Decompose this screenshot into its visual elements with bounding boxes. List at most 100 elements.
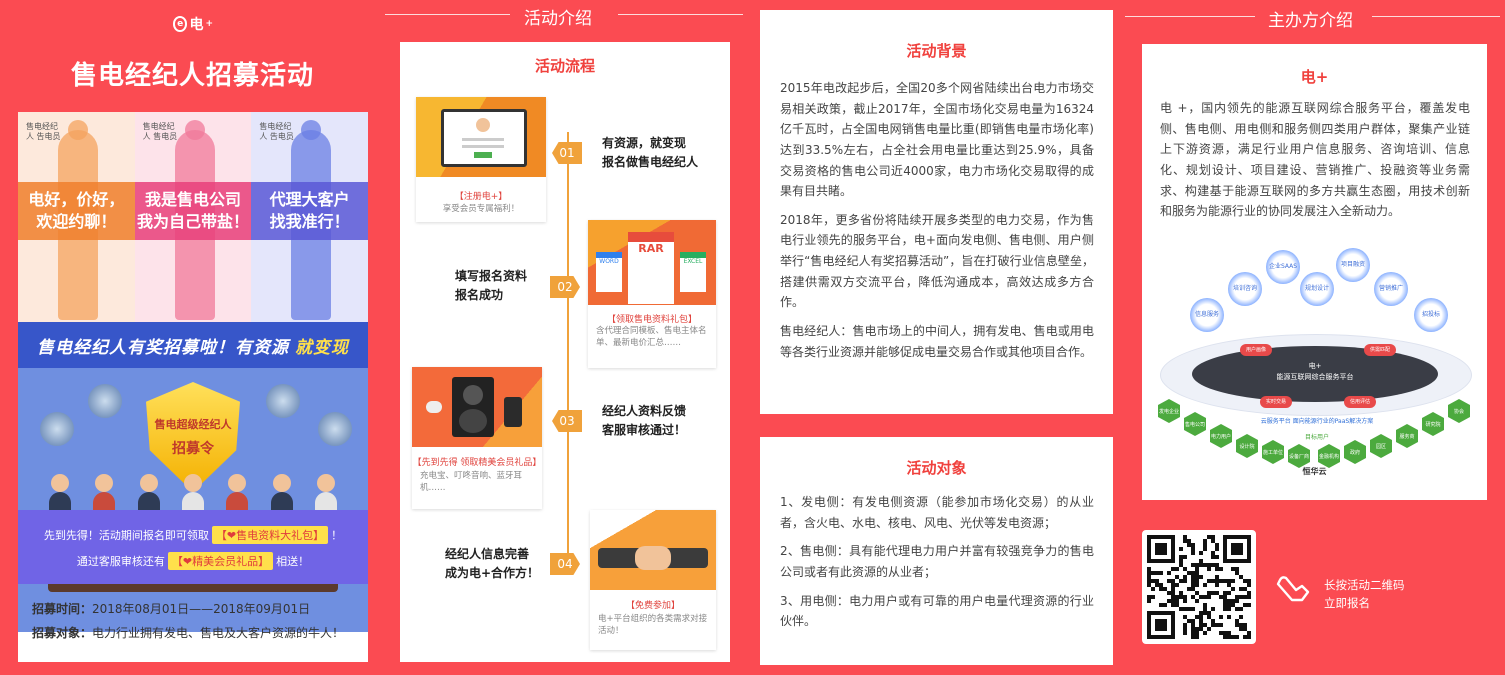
platform-core-subtitle: 能源互联网综合服务平台: [1276, 372, 1354, 381]
rar-file-icon: RAR: [628, 232, 674, 304]
silhouette-tag: 售电经纪人 告电员: [26, 122, 61, 141]
handshake-icon: [635, 546, 671, 570]
section-title-organizer: 主办方介绍: [1268, 11, 1353, 31]
target-paragraph: 3、用电侧：电力用户或有可靠的用户电量代理资源的行业伙伴。: [780, 593, 1094, 629]
offer-line-2: 通过客服审核还有【❤精美会员礼品】相送！: [18, 552, 368, 570]
step-number-1: 01: [552, 142, 582, 164]
step-text-line: 报名成功: [455, 288, 504, 303]
platform-core-title: 电+: [1308, 362, 1322, 370]
activity-flow-card: 活动流程 【注册电+】 享受会员专属福利！ 01 有资源，就变现 报名做售电经纪…: [400, 42, 730, 662]
gift-pack-chip: 【❤售电资料大礼包】: [211, 526, 329, 544]
qr-instruction-line-1: 长按活动二维码: [1324, 578, 1405, 592]
register-button-icon: [474, 152, 492, 158]
logo-text: 电: [189, 17, 204, 33]
target-text: 1、发电侧：有发电侧资源（能参加市场化交易）的从业者，含火电、水电、核电、风电、…: [780, 492, 1094, 640]
monitor-icon: [441, 109, 527, 167]
step-2-illustration: WORD RAR EXCEL 【领取售电资料礼包】 含代理合同模板、售电主体名单…: [588, 220, 716, 368]
step-number-4: 04: [550, 553, 580, 575]
step-caption-desc: 电+平台组织的各类需求对接活动！: [598, 614, 708, 636]
badge-line-1: 售电超级经纪人: [154, 418, 232, 431]
gifts-art: [412, 367, 542, 447]
user-hex: 金融机构: [1318, 444, 1340, 468]
slogan-line: 找我准行！: [269, 212, 350, 231]
step-4-illustration: 【免费参加】 电+平台组织的各类需求对接活动！: [590, 510, 716, 650]
target-card: 活动对象 1、发电侧：有发电侧资源（能参加市场化交易）的从业者，含火电、水电、核…: [760, 437, 1113, 665]
slogan-band-3: 代理大客户 找我准行！: [251, 182, 368, 240]
banner-title-highlight: 就变现: [295, 337, 349, 358]
offer-line-1: 先到先得！活动期间报名即可领取【❤售电资料大礼包】！: [18, 526, 368, 544]
offer-text: 相送！: [276, 555, 310, 568]
step-caption-title: 【免费参加】: [625, 601, 680, 611]
service-node: 招投标: [1414, 298, 1448, 332]
step-caption-title: 【注册电+】: [454, 192, 508, 202]
service-node: 项目融资: [1336, 248, 1370, 282]
background-paragraph: 2018年，更多省份将陆续开展多类型的电力交易，作为售电行业领先的服务平台，电+…: [780, 212, 1094, 310]
step-text-line: 填写报名资料: [455, 269, 528, 283]
step-number-3: 03: [552, 410, 582, 432]
banner-title-main: 售电经纪人有奖招募啦！有资源: [37, 337, 289, 358]
organizer-description: 电 +，国内领先的能源互联网综合服务平台，覆盖发电侧、售电侧、用电侧和服务侧四类…: [1160, 101, 1470, 219]
cloud-tag: 供需匹配: [1364, 344, 1396, 356]
service-node: 营销推广: [1374, 272, 1408, 306]
step-text-line: 经纪人资料反馈: [602, 404, 687, 418]
slogan-band-2: 我是售电公司 我为自己带盐！: [134, 182, 252, 240]
sleeve-left: [598, 548, 646, 568]
recruit-target-value: 电力行业拥有发电、售电及大客户资源的牛人！: [92, 626, 345, 640]
user-hex: 发电企业: [1158, 399, 1180, 423]
offer-text: ！: [331, 529, 343, 542]
user-hex: 研究院: [1422, 412, 1444, 436]
power-grid-bubble-icon: [40, 412, 74, 446]
step-3-illustration: 【先到先得 领取精美会员礼品】 充电宝、叮咚音响、蓝牙耳机……: [412, 367, 542, 509]
qr-instruction-line-2: 立即报名: [1324, 595, 1370, 610]
step-2-text: 填写报名资料 报名成功: [455, 267, 527, 305]
timeline-line: [567, 132, 569, 572]
user-hex: 园区: [1370, 434, 1392, 458]
recruit-poster: 售电经纪人 告电员 电好，价好， 欢迎约聊！ 售电经纪人 售电员 我是售电公司 …: [18, 112, 368, 662]
badge-line-2: 招募令: [172, 441, 214, 457]
page-title: 售电经纪人招募活动: [70, 61, 314, 91]
user-hex: 服务商: [1396, 424, 1418, 448]
organizer-title: 电+: [1300, 68, 1329, 86]
recruit-time-label: 招募时间：: [32, 602, 93, 616]
slogan-line: 代理大客户: [269, 190, 350, 210]
paas-band-title: 云服务平台: [1260, 418, 1291, 425]
power-bank-icon: [504, 397, 522, 427]
sleeve-right: [660, 548, 708, 568]
slogan-line: 我是售电公司: [145, 190, 242, 210]
user-hex: 施工单位: [1262, 440, 1284, 464]
signup-qr-code[interactable]: [1142, 530, 1256, 644]
background-card: 活动背景 2015年电改起步后，全国20多个网省陆续出台电力市场交易相关政策，截…: [760, 10, 1113, 414]
background-paragraph: 售电经纪人：售电市场上的中间人，拥有发电、售电或用电等各类行业资源并能够促成电量…: [780, 323, 1094, 359]
target-title: 活动对象: [906, 459, 967, 477]
diagram-footer: 恒华云: [1302, 467, 1327, 476]
background-text: 2015年电改起步后，全国20多个网省陆续出台电力市场交易相关政策，截止2017…: [780, 78, 1094, 370]
slogan-line: 电好，价好，: [28, 190, 125, 210]
slogan-band-1: 电好，价好， 欢迎约聊！: [18, 182, 135, 240]
offer-text: 先到先得！活动期间报名即可领取: [43, 529, 209, 542]
handshake-art: [590, 510, 716, 590]
step-1-text: 有资源，就变现 报名做售电经纪人: [602, 134, 698, 172]
slogan-line: 我为自己带盐！: [137, 212, 250, 231]
background-paragraph: 2015年电改起步后，全国20多个网省陆续出台电力市场交易相关政策，截止2017…: [780, 81, 1094, 199]
recruit-target-label: 招募对象：: [32, 626, 93, 640]
recruit-banner: 售电经纪人有奖招募啦！有资源 就变现 售电超级经纪人 招募令: [18, 322, 368, 632]
section-title-activity: 活动介绍: [524, 9, 592, 29]
step-text-line: 有资源，就变现: [602, 136, 687, 150]
gift-offer-box: 先到先得！活动期间报名即可领取【❤售电资料大礼包】！ 通过客服审核还有【❤精美会…: [18, 510, 368, 584]
step-caption-desc: 享受会员专属福利！: [442, 204, 520, 214]
silhouette-card-3: 售电经纪人 告电员 代理大客户 找我准行！: [251, 112, 368, 322]
user-hex: 设计院: [1236, 434, 1258, 458]
step-caption-title: 【先到先得 领取精美会员礼品】: [412, 458, 542, 468]
step-caption-desc: 含代理合同模板、售电主体名单、最新电价汇总……: [596, 326, 707, 348]
step-1-illustration: 【注册电+】 享受会员专属福利！: [416, 97, 546, 222]
service-node: 培训咨询: [1228, 272, 1262, 306]
section-divider: [618, 14, 743, 15]
step-text-line: 成为电+合作方！: [445, 566, 540, 581]
silhouette-tag: 售电经纪人 售电员: [142, 122, 178, 141]
step-caption-desc: 充电宝、叮咚音响、蓝牙耳机……: [420, 471, 523, 493]
section-divider: [385, 14, 510, 15]
dianjia-logo: e 电 +: [173, 13, 213, 35]
cloud-tag: 用户画像: [1240, 344, 1272, 356]
flow-title: 活动流程: [534, 57, 595, 75]
offer-text: 通过客服审核还有: [76, 555, 165, 568]
